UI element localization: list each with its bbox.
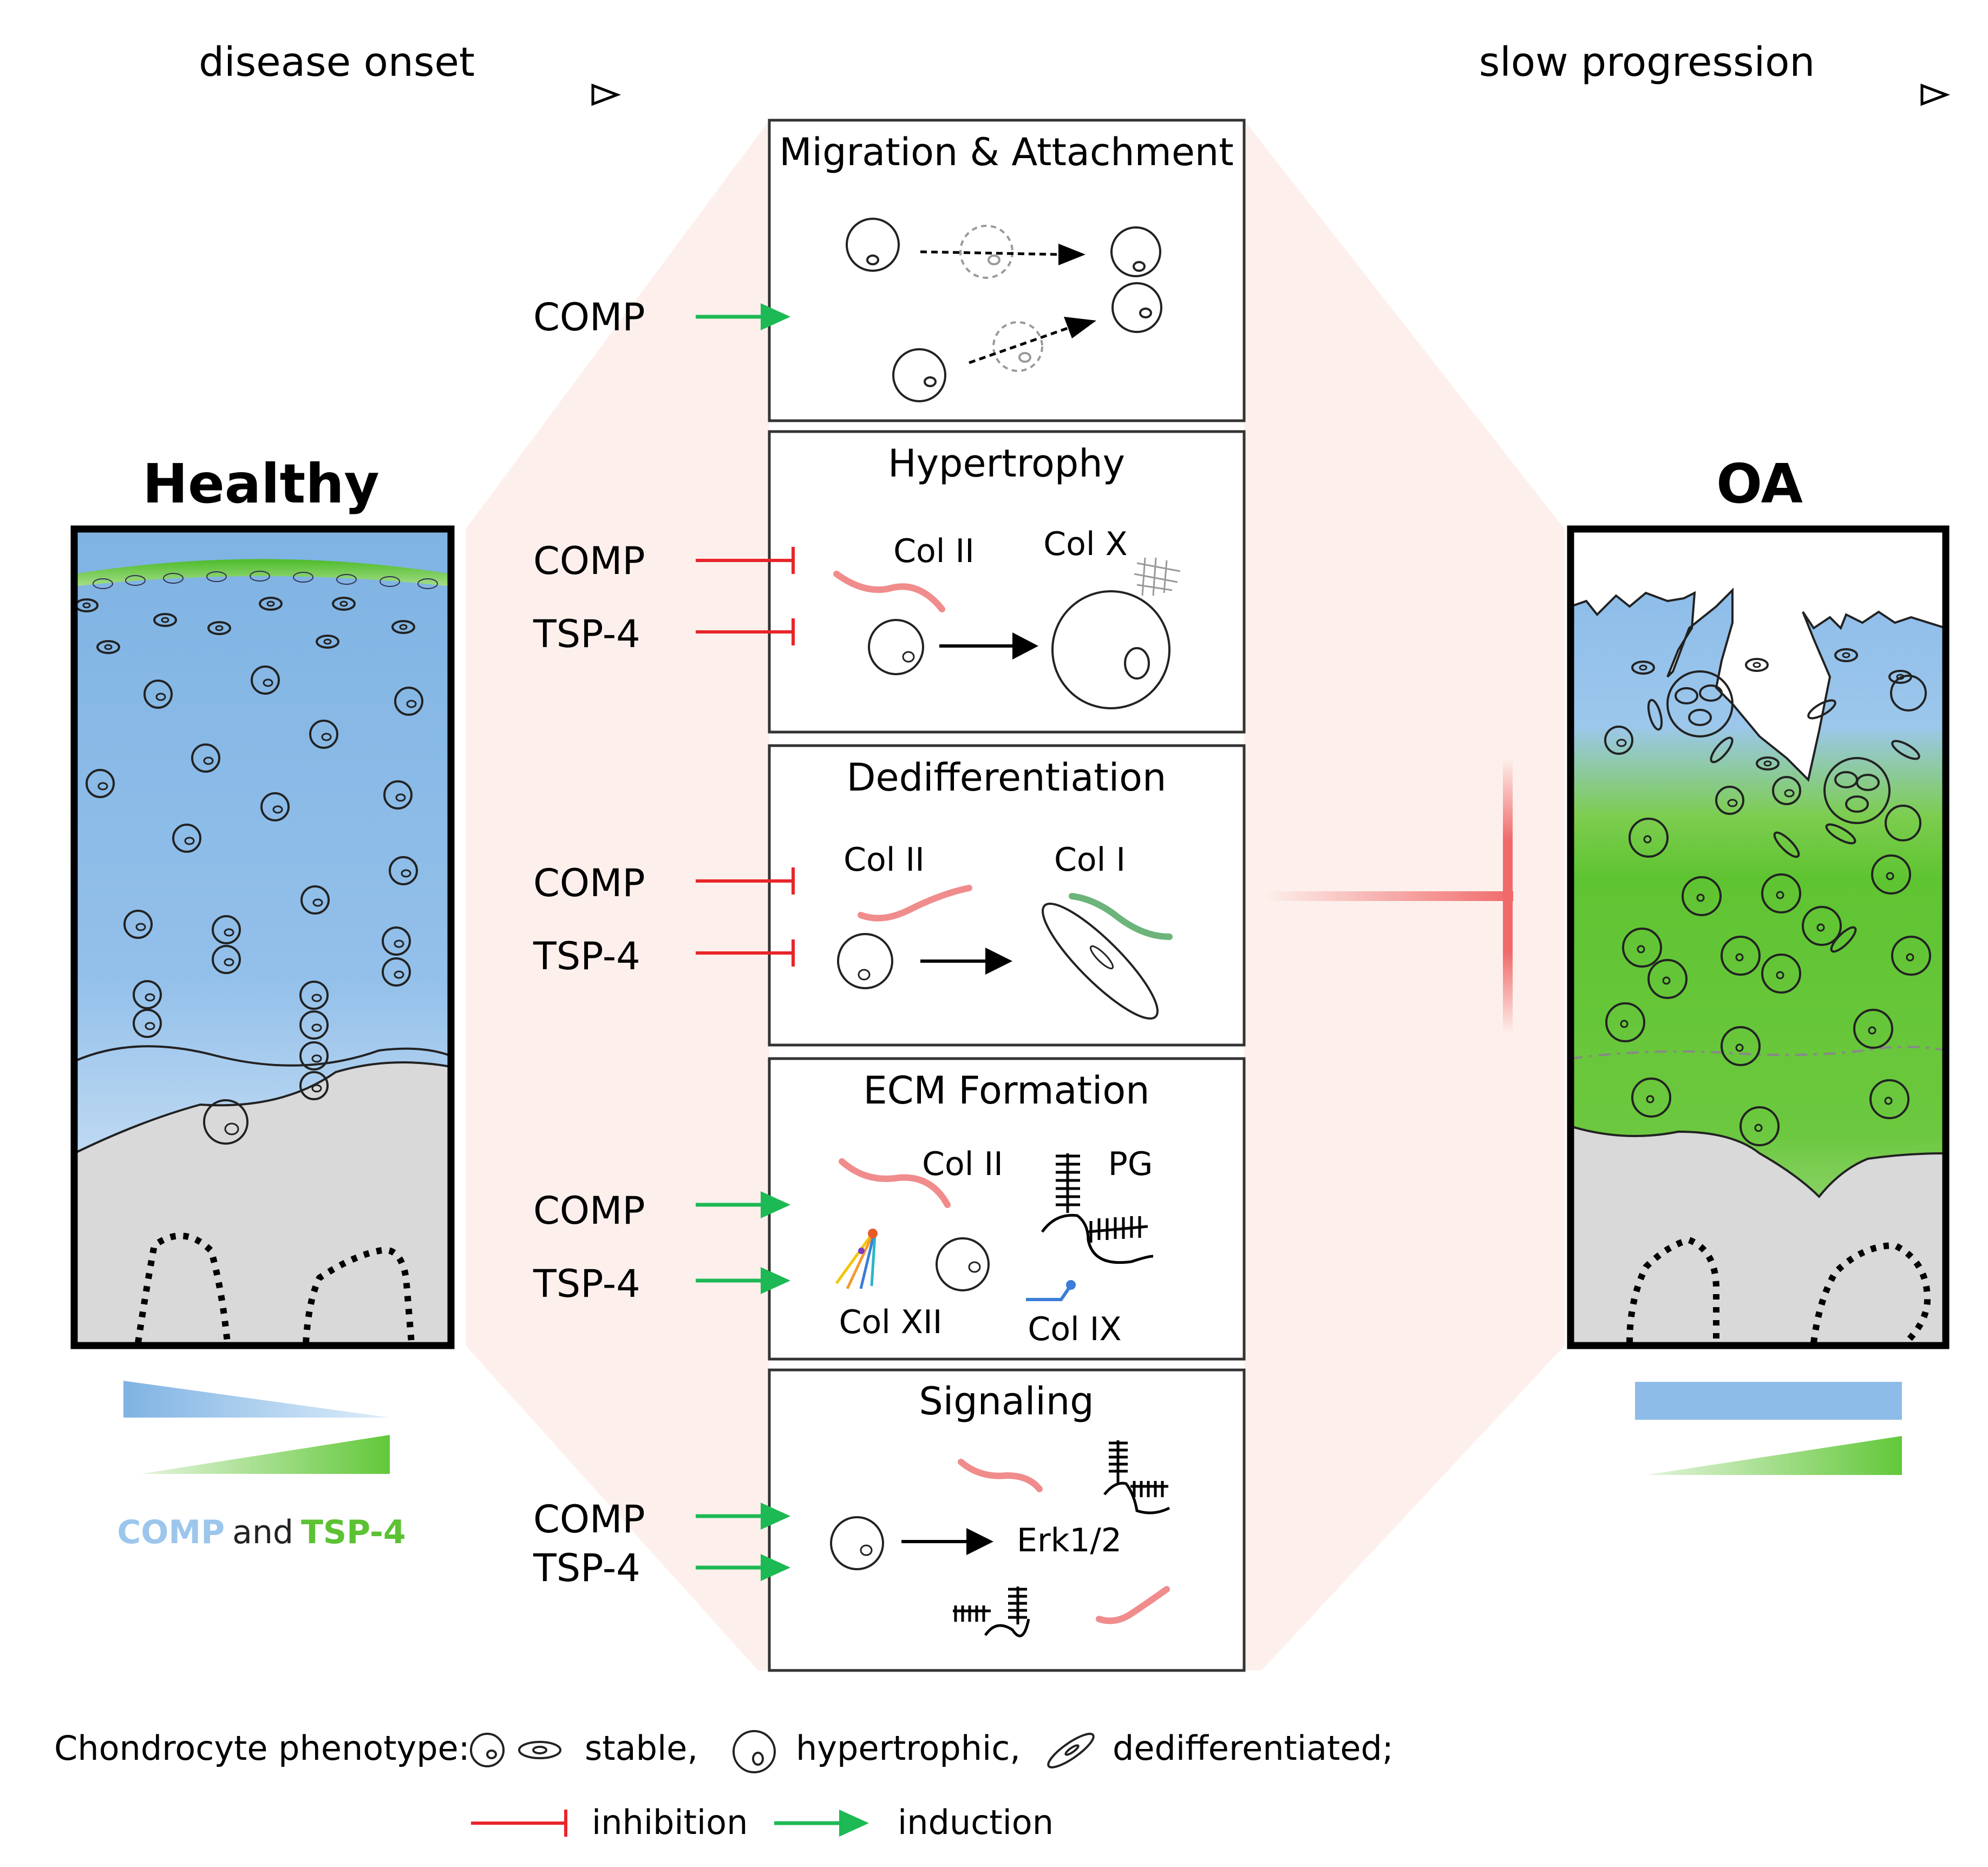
dediff-col-a: Col II	[843, 841, 925, 879]
legend-inhibition-symbol	[471, 1810, 567, 1837]
legend-inhibition: inhibition	[592, 1803, 748, 1842]
tsp4-level-wedge	[1646, 1436, 1902, 1475]
ecm-regulator-comp: COMP	[533, 1189, 645, 1233]
big-inhibition-bar	[1503, 758, 1513, 1034]
signaling-induction-arrows	[696, 1503, 790, 1581]
dediff-col-b: Col I	[1054, 841, 1126, 879]
healthy-title: Healthy	[142, 452, 379, 515]
legend-stable-icons	[470, 1733, 561, 1767]
dediff-regulator-comp: COMP	[533, 861, 645, 905]
gradient-legend-tsp4: TSP-4	[301, 1513, 406, 1551]
tsp4-gradient-wedge	[141, 1435, 390, 1474]
signaling-regulator-tsp4: TSP-4	[533, 1546, 640, 1590]
signaling-erk: Erk1/2	[1017, 1522, 1122, 1559]
box-ecm-title: ECM Formation	[863, 1068, 1149, 1113]
dediff-inhibition-arrows	[696, 867, 795, 967]
box-dedifferentiation-title: Dedifferentiation	[847, 755, 1167, 800]
slow-progression-arrow	[1326, 83, 1951, 106]
ecm-regulator-tsp4: TSP-4	[533, 1262, 640, 1306]
hypertrophy-regulator-tsp4: TSP-4	[533, 612, 640, 656]
ecm-pg: PG	[1108, 1145, 1153, 1183]
disease-onset-label: disease onset	[199, 39, 475, 86]
box-migration-title: Migration & Attachment	[779, 130, 1234, 174]
legend-stable: stable,	[585, 1728, 698, 1768]
ecm-col-ii: Col II	[922, 1145, 1003, 1183]
ecm-col-ix: Col IX	[1028, 1310, 1121, 1348]
ecm-induction-arrows	[696, 1191, 790, 1294]
box-ecm: ECM Formation Col II PG Col XII Col IX	[768, 1057, 1246, 1361]
hypertrophy-col-b: Col X	[1043, 525, 1127, 563]
migration-induction-head	[761, 303, 790, 330]
box-hypertrophy: Hypertrophy Col II Col X	[768, 430, 1246, 734]
legend-induction: induction	[898, 1803, 1054, 1842]
gradient-legend-comp: COMP	[117, 1513, 225, 1551]
gradient-legend-and: and	[232, 1513, 293, 1551]
box-signaling: Signaling Erk1/2	[768, 1368, 1246, 1672]
box-dedifferentiation: Dedifferentiation Col II Col I	[768, 744, 1246, 1047]
oa-frame	[1567, 525, 1950, 1349]
big-inhibition-line	[1264, 891, 1513, 901]
zoom-connector-left	[466, 120, 769, 1670]
comp-level-bar	[1635, 1382, 1902, 1420]
comp-gradient-wedge	[123, 1381, 390, 1418]
hypertrophy-inhibition-arrows	[696, 547, 795, 645]
legend-induction-symbol	[774, 1810, 869, 1837]
disease-onset-arrow	[54, 83, 622, 106]
hypertrophy-regulator-comp: COMP	[533, 539, 645, 583]
legend-hypertrophic: hypertrophic,	[796, 1728, 1021, 1768]
legend-phenotype-label: Chondrocyte phenotype:	[54, 1728, 470, 1768]
legend-hypertrophic-icon	[733, 1730, 776, 1773]
signaling-regulator-comp: COMP	[533, 1497, 645, 1542]
oa-cartilage	[1571, 529, 1946, 1346]
legend-dedifferentiated-icon	[1047, 1733, 1095, 1768]
healthy-frame	[70, 525, 455, 1349]
dediff-regulator-tsp4: TSP-4	[533, 934, 640, 978]
box-migration: Migration & Attachment	[768, 119, 1246, 422]
box-hypertrophy-title: Hypertrophy	[888, 441, 1125, 486]
box-signaling-title: Signaling	[919, 1379, 1094, 1424]
migration-regulator-comp: COMP	[533, 295, 645, 340]
oa-title: OA	[1716, 452, 1803, 515]
ecm-col-xii: Col XII	[839, 1303, 943, 1341]
legend-dedifferentiated: dedifferentiated;	[1113, 1728, 1394, 1768]
slow-progression-label: slow progression	[1479, 39, 1815, 86]
hypertrophy-col-a: Col II	[893, 532, 975, 570]
healthy-cartilage	[74, 529, 451, 1346]
